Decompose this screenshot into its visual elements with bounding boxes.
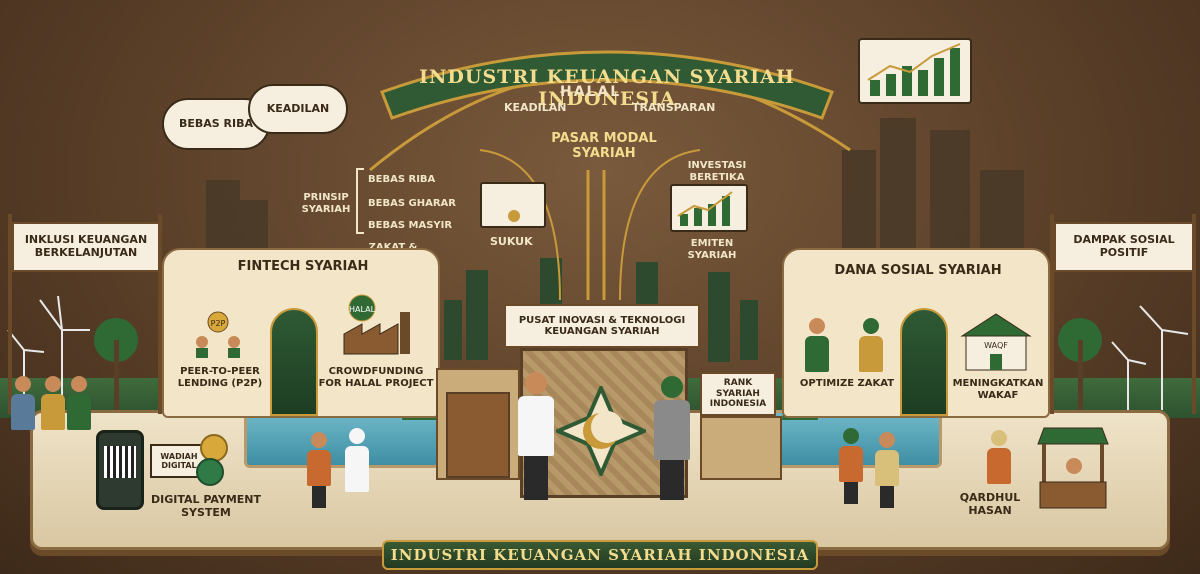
arch-label-transparan: TRANSPARAN [632, 101, 716, 114]
principles-label: PRINSIP SYARIAH [301, 192, 351, 215]
waqf-building-icon: WAQF [956, 310, 1036, 372]
cloud-keadilan-label: KEADILAN [266, 101, 330, 115]
banner-ribbon [380, 50, 834, 120]
zakat-label: OPTIMIZE ZAKAT [799, 378, 895, 389]
person-figure [802, 318, 832, 372]
banner-pole [1050, 214, 1054, 414]
digital-payment-label: DIGITAL PAYMENT SYSTEM [151, 493, 261, 519]
principle-item: BEBAS RIBA [368, 174, 436, 185]
arch-label-pasar-modal: PASAR MODAL SYARIAH [551, 131, 657, 161]
man-figure [516, 372, 556, 500]
halal-badge-label: HALAL [349, 305, 376, 314]
top-banner: INDUSTRI KEUANGAN SYARIAH INDONESIA [372, 22, 842, 132]
left-wing-door [446, 392, 510, 478]
p2p-icon-label: P2P [211, 319, 226, 328]
person-figure [8, 376, 38, 430]
wadiah-card-label: WADIAH Digital [160, 451, 198, 470]
cloud-bebas-riba-label: BEBAS RIBA [178, 116, 253, 130]
halal-factory-icon: HALAL [340, 294, 420, 356]
sukuk-label: SUKUK [490, 235, 533, 248]
bank-building [700, 416, 782, 480]
waqf-sign-label: WAQF [984, 341, 1008, 350]
coin-icon [196, 458, 224, 486]
fintech-panel: FINTECH SYARIAH P2P HALAL PEER-TO-PEER L… [162, 248, 440, 418]
principle-item: BEBAS MASYIR [368, 220, 453, 231]
fintech-arch-door [270, 308, 318, 416]
person-figure [38, 376, 68, 430]
bottom-banner-title: INDUSTRI KEUANGAN SYARIAH INDONESIA [390, 546, 810, 564]
left-side-banner-label: INKLUSI KEUANGAN BERKELANJUTAN [24, 233, 148, 259]
dana-sosial-title: DANA SOSIAL SYARIAH [834, 263, 1002, 278]
emiten-label: EMITEN SYARIAH [687, 238, 737, 261]
banner-pole [158, 214, 162, 414]
p2p-lending-icon: P2P [192, 310, 244, 358]
banner-pole [1192, 214, 1196, 414]
principles-brace [356, 168, 364, 234]
market-stall-icon [1037, 427, 1109, 509]
dana-sosial-panel: DANA SOSIAL SYARIAH WAQF OPTIMIZE ZAKAT … [782, 248, 1050, 418]
arch-label-halal: HALAL [560, 84, 622, 100]
bank-sign-label: RANK SYARIAH INDONESIA [709, 378, 767, 410]
certificate-icon [480, 182, 546, 228]
person-figure [984, 430, 1014, 484]
coin-icon [200, 434, 228, 462]
arch-label-keadilan: KEADILAN [504, 101, 567, 114]
person-figure [64, 376, 94, 430]
center-sign: PUSAT INOVASI & TEKNOLOGI KEUANGAN SYARI… [504, 304, 700, 348]
left-side-banner: INKLUSI KEUANGAN BERKELANJUTAN [12, 222, 160, 272]
banner-pole [8, 214, 12, 414]
crowdfunding-label: CROWDFUNDING FOR HALAL PROJECT [318, 366, 434, 389]
bank-sign: RANK SYARIAH INDONESIA [700, 372, 776, 416]
person-figure [342, 428, 372, 492]
trend-chart-icon [858, 38, 972, 104]
banner-title: INDUSTRI KEUANGAN SYARIAH INDONESIA [419, 66, 795, 110]
fintech-title: FINTECH SYARIAH [237, 259, 369, 274]
dana-arch-door [900, 308, 948, 416]
qardhul-hasan-label: QARDHUL HASAN [959, 491, 1021, 517]
right-side-banner: DAMPAK SOSIAL POSITIF [1054, 222, 1194, 272]
principle-item: BEBAS GHARAR [368, 198, 456, 209]
bottom-banner: INDUSTRI KEUANGAN SYARIAH INDONESIA [382, 540, 818, 570]
qr-code-icon [104, 446, 136, 478]
person-figure [836, 428, 866, 504]
p2p-label: PEER-TO-PEER LENDING (P2P) [177, 366, 263, 389]
right-side-banner-label: DAMPAK SOSIAL POSITIF [1073, 233, 1175, 259]
cloud-keadilan: KEADILAN [248, 84, 348, 134]
wakaf-label: MENINGKATKAN WAKAF [952, 378, 1044, 401]
investasi-label: INVESTASI BERETIKA [687, 160, 747, 183]
center-sign-label: PUSAT INOVASI & TEKNOLOGI KEUANGAN SYARI… [518, 314, 686, 338]
person-figure [856, 318, 886, 372]
growth-chart-icon [670, 184, 748, 232]
person-figure [872, 432, 902, 508]
person-figure [304, 432, 334, 508]
crescent-star-icon [556, 386, 646, 476]
woman-figure [652, 376, 692, 500]
